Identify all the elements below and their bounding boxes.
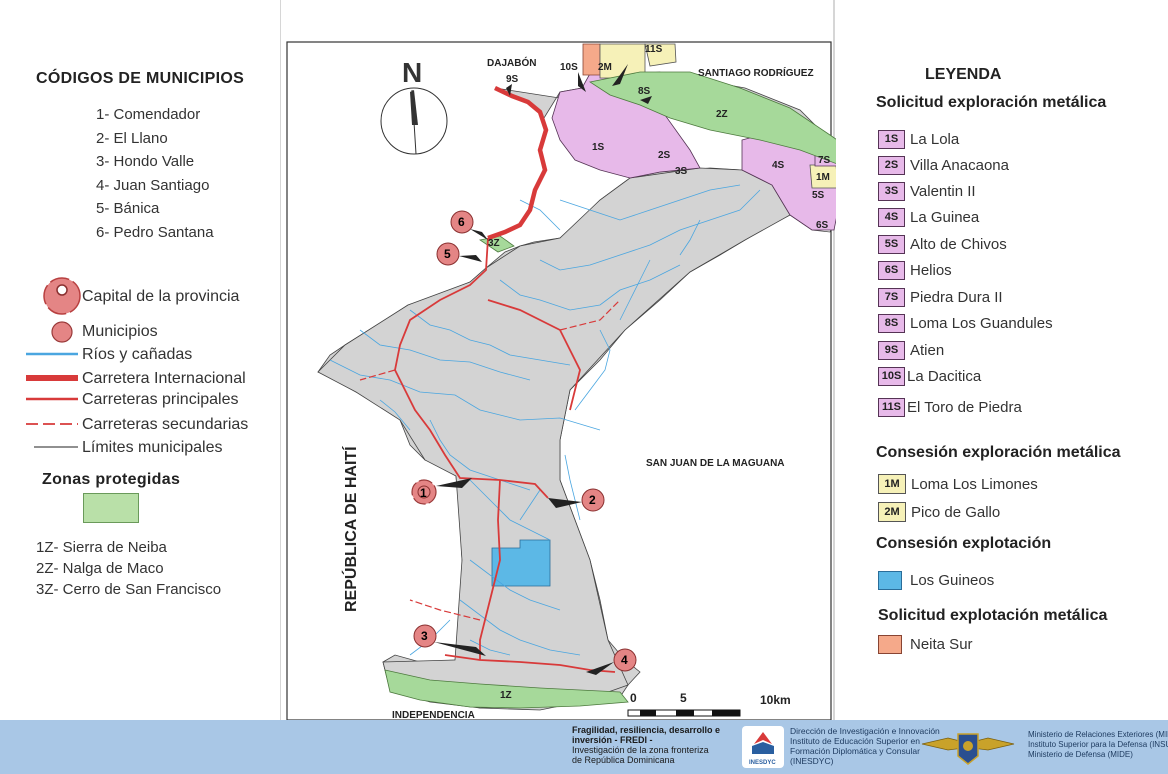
svg-text:1Z: 1Z [500,690,512,701]
main-roads-label: Carreteras principales [82,391,239,408]
svg-text:8S: 8S [638,86,651,97]
legend-item-neita-sur: Neita Sur [878,633,973,655]
municipio-item: 1- Comendador [96,106,201,123]
secondary-roads [359,299,621,621]
svg-text:1: 1 [420,486,427,500]
sol-explotacion-title: Solicitud explotación metálica [878,607,1108,624]
svg-text:7S: 7S [818,155,831,166]
rivers-label: Ríos y cañadas [82,346,193,363]
codes-title: CÓDIGOS DE MUNICIPIOS [36,70,245,87]
municipios-label: Municipios [82,323,158,340]
municipio-item: 3- Hondo Valle [96,153,195,170]
svg-text:INESDYC: INESDYC [749,760,776,766]
svg-text:2Z: 2Z [716,109,728,120]
province-map: N DAJABÓN SANTIAGO RODRÍGUEZ SAN JUAN DE… [280,0,836,720]
marker-6: 6 [450,210,488,240]
zone-item: 3Z- Cerro de San Francisco [36,581,222,598]
municipio-item: 2- El Llano [96,129,168,147]
municipio-item: 5- Bánica [96,200,160,217]
marker-5: 5 [436,242,482,266]
legend-title: LEYENDA [925,66,1002,83]
capital-symbol-icon [43,277,81,315]
protected-zone-1z [384,669,629,709]
consesion-title: Consesión exploración metálica [876,444,1121,461]
svg-text:4S: 4S [772,160,785,171]
north-arrow-icon: N [380,57,448,155]
svg-text:5: 5 [680,691,687,705]
fredi-text: Fragilidad, resiliencia, desarrollo e in… [572,725,721,765]
svg-text:11S: 11S [645,44,663,55]
svg-text:5: 5 [444,247,451,261]
svg-text:4: 4 [621,653,628,667]
protected-zone-swatch [83,493,139,523]
international-road [487,85,549,241]
zones-list: 1Z- Sierra de Neiba 2Z- Nalga de Maco 3Z… [36,537,221,600]
independencia-label: INDEPENDENCIA [392,710,475,720]
inesdyc-text: Dirección de Investigación e Innovación … [790,726,940,766]
footer-bar: Fragilidad, resiliencia, desarrollo e in… [0,720,1168,774]
concession-11s [644,43,677,67]
north-label: N [402,57,422,88]
marker-4: 4 [586,648,637,675]
capital-label: Capital de la provincia [82,288,240,305]
municipio-item: 4- Juan Santiago [96,176,210,194]
explotacion-title: Consesión explotación [876,535,1052,552]
municipios-list: 1- Comendador 2- El Llano 3- Hondo Valle… [96,103,214,244]
symbols-legend-graphics [26,277,81,448]
svg-text:6: 6 [458,215,465,229]
municipio-markers: 6 5 1 2 3 4 [411,210,637,675]
svg-text:0: 0 [630,691,637,705]
haiti-label: REPÚBLICA DE HAITÍ [341,446,360,612]
svg-text:1S: 1S [592,142,605,153]
svg-text:2: 2 [589,493,596,507]
svg-text:3S: 3S [675,166,688,177]
san-juan-label: SAN JUAN DE LA MAGUANA [646,458,785,469]
svg-text:1M: 1M [816,172,830,183]
ministerios-text: Ministerio de Relaciones Exteriores (MIR… [1028,730,1168,759]
defense-emblem-icon [918,724,1018,774]
boundaries-label: Límites municipales [82,439,223,456]
marker-2: 2 [548,488,605,512]
svg-text:10km: 10km [760,693,791,707]
svg-text:6S: 6S [816,220,829,231]
svg-text:10S: 10S [560,62,578,73]
dajabon-label: DAJABÓN [487,56,536,69]
svg-text:2M: 2M [598,62,612,73]
secondary-roads-label: Carreteras secundarias [82,416,249,433]
inesdyc-logo: INESDYC [742,726,784,768]
svg-text:5S: 5S [812,190,825,201]
municipio-item: 6- Pedro Santana [96,223,214,241]
zones-title: Zonas protegidas [42,471,181,488]
marker-1: 1 [411,478,472,505]
svg-text:3Z: 3Z [488,238,500,249]
zone-item: 2Z- Nalga de Maco [36,560,164,577]
international-road-label: Carretera Internacional [82,370,246,387]
zone-item: 1Z- Sierra de Neiba [36,539,167,556]
municipio-symbol-icon [51,321,73,343]
rivers-network [329,184,761,656]
svg-text:9S: 9S [506,74,519,85]
solicitud-title: Solicitud exploración metálica [876,94,1107,111]
marker-3: 3 [413,624,486,656]
scale-bar: 0 5 10km [627,691,791,717]
santiago-rodriguez-label: SANTIAGO RODRÍGUEZ [698,66,814,79]
protected-zone-2z [588,71,836,164]
legend-item-los-guineos: Los Guineos [878,569,994,591]
svg-text:2S: 2S [658,150,671,161]
svg-text:3: 3 [421,629,428,643]
